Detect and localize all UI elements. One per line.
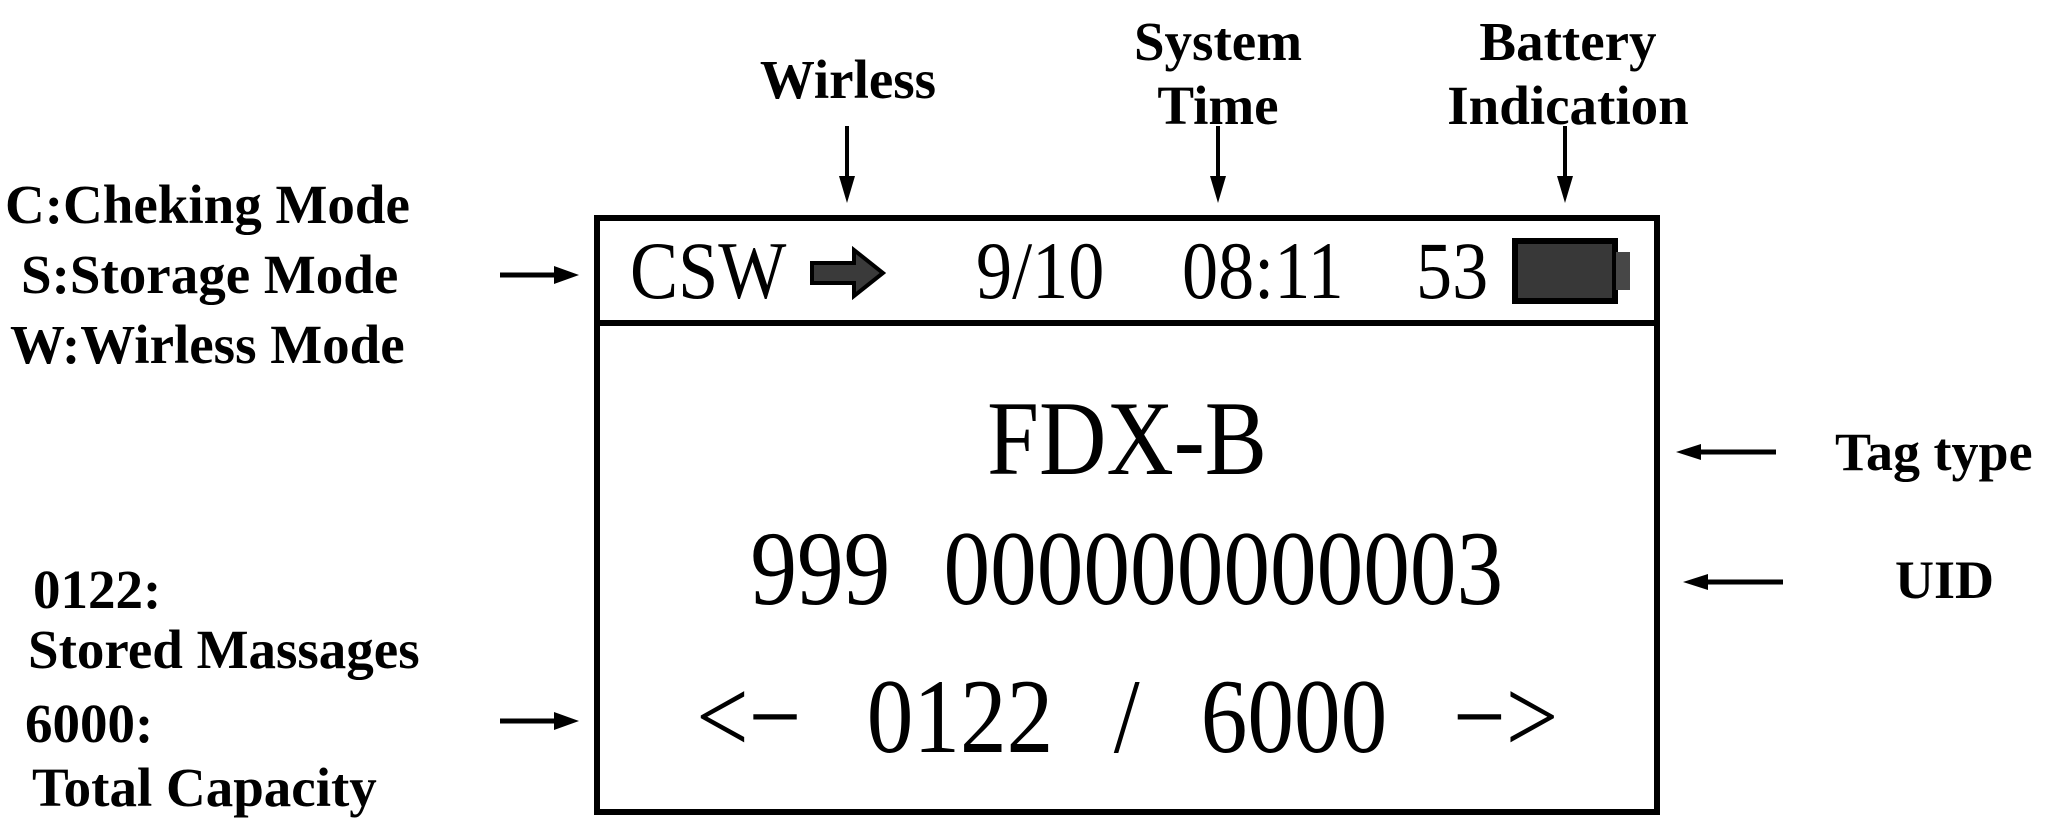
tag-type-annotation-label: Tag type bbox=[1835, 422, 2033, 482]
counter-separator: / bbox=[1114, 658, 1140, 775]
status-bar: CSW 9/10 08:11 53 bbox=[600, 221, 1654, 326]
total-capacity-label: Total Capacity bbox=[32, 757, 377, 818]
display-main-area: FDX-B 999 000000000003 <− 0122 / 6000 −> bbox=[600, 326, 1654, 809]
system-time-line1: System bbox=[1133, 11, 1303, 72]
down-arrow-icon bbox=[1557, 126, 1573, 203]
left-arrow-icon bbox=[1683, 574, 1783, 590]
tag-type-value: FDX-B bbox=[600, 384, 1654, 494]
tag-type-text: FDX-B bbox=[987, 380, 1267, 497]
battery-line1: Battery bbox=[1479, 11, 1657, 72]
message-counter: <− 0122 / 6000 −> bbox=[600, 662, 1654, 772]
mode-legend: C:Cheking Mode S:Storage Mode W:Wirless … bbox=[3, 170, 410, 380]
right-arrow-icon bbox=[500, 712, 579, 730]
battery-icon bbox=[1512, 238, 1630, 304]
next-page-arrow[interactable]: −> bbox=[1452, 658, 1559, 775]
prev-page-arrow[interactable]: <− bbox=[695, 658, 802, 775]
uid-annotation-label: UID bbox=[1895, 550, 1995, 610]
status-date: 9/10 bbox=[976, 225, 1105, 316]
status-mode-indicator: CSW bbox=[630, 225, 787, 316]
total-capacity-value-label: 6000: bbox=[25, 693, 154, 754]
device-lcd-screen: CSW 9/10 08:11 53 FDX-B 999 000000000003… bbox=[594, 215, 1660, 815]
uid-value: 999 000000000003 bbox=[600, 514, 1654, 624]
uid-text: 999 000000000003 bbox=[750, 510, 1504, 627]
down-arrow-icon bbox=[839, 126, 855, 203]
battery-line2: Indication bbox=[1447, 75, 1689, 136]
stored-messages-value-label: 0122: bbox=[33, 559, 162, 620]
wireless-annotation-label: Wirless bbox=[759, 49, 937, 110]
battery-annotation-label: Battery Indication bbox=[1428, 10, 1708, 138]
right-arrow-icon bbox=[500, 266, 579, 284]
mode-legend-storage: S:Storage Mode bbox=[21, 244, 399, 305]
stored-messages-count: 0122 bbox=[866, 658, 1054, 775]
stored-messages-label: Stored Massages bbox=[28, 619, 420, 680]
status-system-time: 08:11 bbox=[1182, 225, 1344, 316]
left-arrow-icon bbox=[1676, 444, 1776, 460]
total-capacity-count: 6000 bbox=[1200, 658, 1387, 775]
system-time-line2: Time bbox=[1157, 75, 1279, 136]
wireless-transfer-arrow-icon bbox=[810, 246, 886, 300]
system-time-annotation-label: System Time bbox=[1103, 10, 1333, 138]
mode-legend-checking: C:Cheking Mode bbox=[5, 174, 410, 235]
down-arrow-icon bbox=[1210, 126, 1226, 203]
mode-legend-wireless: W:Wirless Mode bbox=[10, 314, 405, 375]
status-battery-percent: 53 bbox=[1416, 225, 1489, 316]
